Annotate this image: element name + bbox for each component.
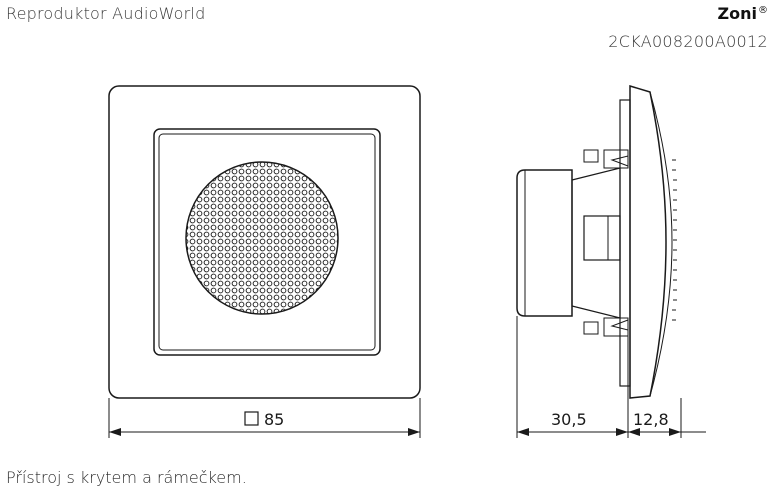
registered-mark: ® — [758, 5, 768, 16]
document-title: Reproduktor AudioWorld — [6, 4, 206, 23]
front-view — [108, 85, 421, 399]
product-code: 2CKA008200A0012 — [608, 32, 768, 51]
caption: Přístroj s krytem a rámečkem. — [6, 468, 247, 487]
cover-profile — [629, 84, 667, 399]
square-symbol — [244, 411, 259, 426]
speaker-grille — [185, 161, 339, 315]
cover-plate — [158, 133, 376, 351]
side-view — [516, 84, 677, 399]
dimension-side-depth — [516, 316, 706, 438]
brand-label: Zoni — [717, 4, 757, 23]
dimension-front-width — [108, 398, 421, 438]
depth-front-value: 12,8 — [633, 410, 669, 429]
front-width-value: 85 — [264, 410, 284, 429]
mounting-bracket — [571, 167, 621, 319]
depth-back-value: 30,5 — [551, 410, 587, 429]
outer-frame — [108, 85, 421, 399]
brand-name: Zoni® — [718, 4, 768, 23]
inner-frame — [153, 128, 381, 356]
speaker-body — [516, 169, 573, 317]
